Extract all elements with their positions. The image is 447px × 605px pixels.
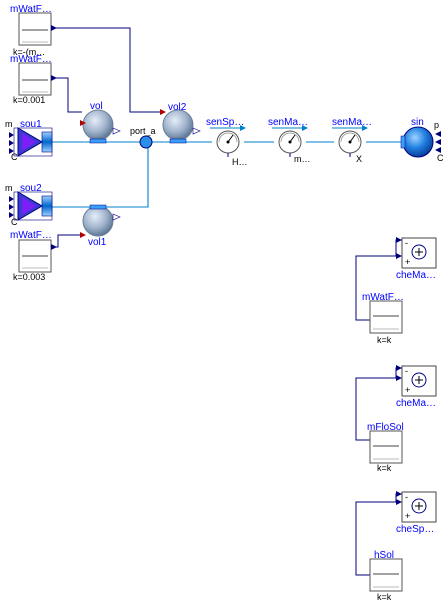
sensor-name: senSp… [206, 117, 244, 128]
volume-name: vol [90, 101, 103, 112]
pin-m: m [5, 183, 13, 193]
sensor-name: senMa… [332, 117, 372, 128]
block-name: mWatF… [10, 230, 52, 241]
minus-sign: - [405, 492, 408, 502]
pin-c: C [437, 153, 444, 163]
pin-m: m [5, 119, 13, 129]
sensor-name: senMa… [268, 117, 308, 128]
check-chespe[interactable]: - + cheSp… [396, 491, 437, 535]
source-name: sou2 [20, 183, 42, 194]
block-name: mWatF… [362, 292, 404, 303]
block-hsol[interactable]: hSol k=k [369, 550, 403, 602]
block-mwatflo1[interactable]: mWatF… k=0.001 [10, 54, 57, 105]
block-param: k=k [377, 463, 392, 473]
check-name: cheMa… [396, 270, 436, 281]
block-mflosol[interactable]: mFloSol k=k [367, 422, 404, 473]
minus-sign: - [405, 238, 408, 248]
volume-vol[interactable]: vol [80, 101, 121, 144]
volume-vol1[interactable]: vol1 [80, 204, 121, 248]
plus-sign: + [405, 257, 410, 267]
port-name: port_a [130, 126, 156, 136]
block-mwatflosol[interactable]: mWatF… k=k [362, 292, 404, 345]
block-name: hSol [374, 550, 394, 561]
pin-c: C [11, 152, 18, 162]
volume-vol2[interactable]: vol2 [160, 102, 201, 144]
block-mwatflo0[interactable]: mWatF… k=-(m… [10, 4, 57, 57]
block-name: mFloSol [367, 422, 404, 433]
sensor-output: H… [232, 157, 248, 167]
sink-name: sin [411, 117, 424, 128]
block-param: k=0.003 [13, 272, 45, 282]
block-mwatflo2[interactable]: mWatF… k=0.003 [10, 230, 57, 282]
sensor-senmas-flow[interactable]: senMa… m… [268, 117, 311, 164]
volume-name: vol1 [88, 237, 107, 248]
plus-sign: + [405, 385, 410, 395]
plus-sign: + [405, 511, 410, 521]
block-param: k=-(m… [13, 47, 45, 57]
sensor-output: m… [294, 154, 311, 164]
sensor-senmas-fraction[interactable]: senMa… X [332, 117, 372, 164]
pin-p: p [434, 120, 439, 130]
pin-c: C [11, 217, 18, 227]
check-chemas-fraction[interactable]: - + cheMa… [396, 365, 437, 409]
sink-sin[interactable]: sin p C [400, 117, 444, 163]
source-sou1[interactable]: sou1 m C [5, 119, 53, 162]
sensor-output: X [356, 154, 362, 164]
check-name: cheMa… [396, 398, 436, 409]
block-param: k=k [377, 335, 392, 345]
port-a[interactable]: port_a [130, 126, 156, 149]
block-name: mWatF… [10, 54, 52, 65]
source-name: sou1 [20, 119, 42, 130]
block-param: k=k [377, 592, 392, 602]
block-name: mWatF… [10, 4, 52, 15]
sensor-senspe[interactable]: senSp… H… [206, 117, 248, 167]
check-name: cheSp… [396, 524, 434, 535]
signal-wires [52, 27, 402, 576]
block-param: k=0.001 [13, 95, 45, 105]
check-chemas-flow[interactable]: - + cheMa… [396, 237, 437, 281]
volume-name: vol2 [168, 102, 187, 113]
source-sou2[interactable]: sou2 m C [5, 183, 53, 227]
minus-sign: - [405, 366, 408, 376]
